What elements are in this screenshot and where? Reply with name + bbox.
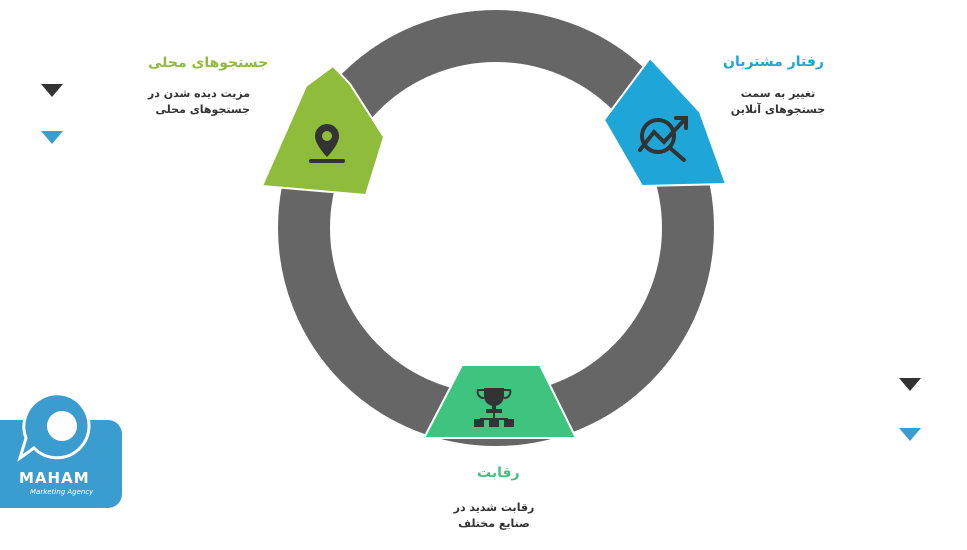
logo-name: MAHAM <box>19 469 90 487</box>
local-searches-desc: مزیت دیده شدن در جستجوهای محلی <box>147 87 250 116</box>
trophy-network-icon <box>474 388 514 427</box>
marker-dark-triangle <box>899 378 921 391</box>
marker-accent-triangle <box>899 428 921 441</box>
customer-behavior-title: رفتار مشتریان <box>723 54 824 70</box>
location-pin-icon <box>309 124 345 163</box>
customer-behavior-desc: تغییر به سمت جستجوهای آنلاین <box>730 87 826 116</box>
competition-desc: رقابت شدید در صنایع مختلف <box>453 501 535 530</box>
local-searches-title: جستجوهای محلی <box>148 55 269 71</box>
trend-analysis-icon <box>638 116 688 162</box>
logo-tagline: Marketing Agency <box>30 488 94 496</box>
competition-title: رقابت <box>477 465 520 481</box>
maham-logo-mark-icon <box>17 392 91 462</box>
marker-dark-triangle <box>41 84 63 97</box>
marker-accent-triangle <box>41 131 63 144</box>
